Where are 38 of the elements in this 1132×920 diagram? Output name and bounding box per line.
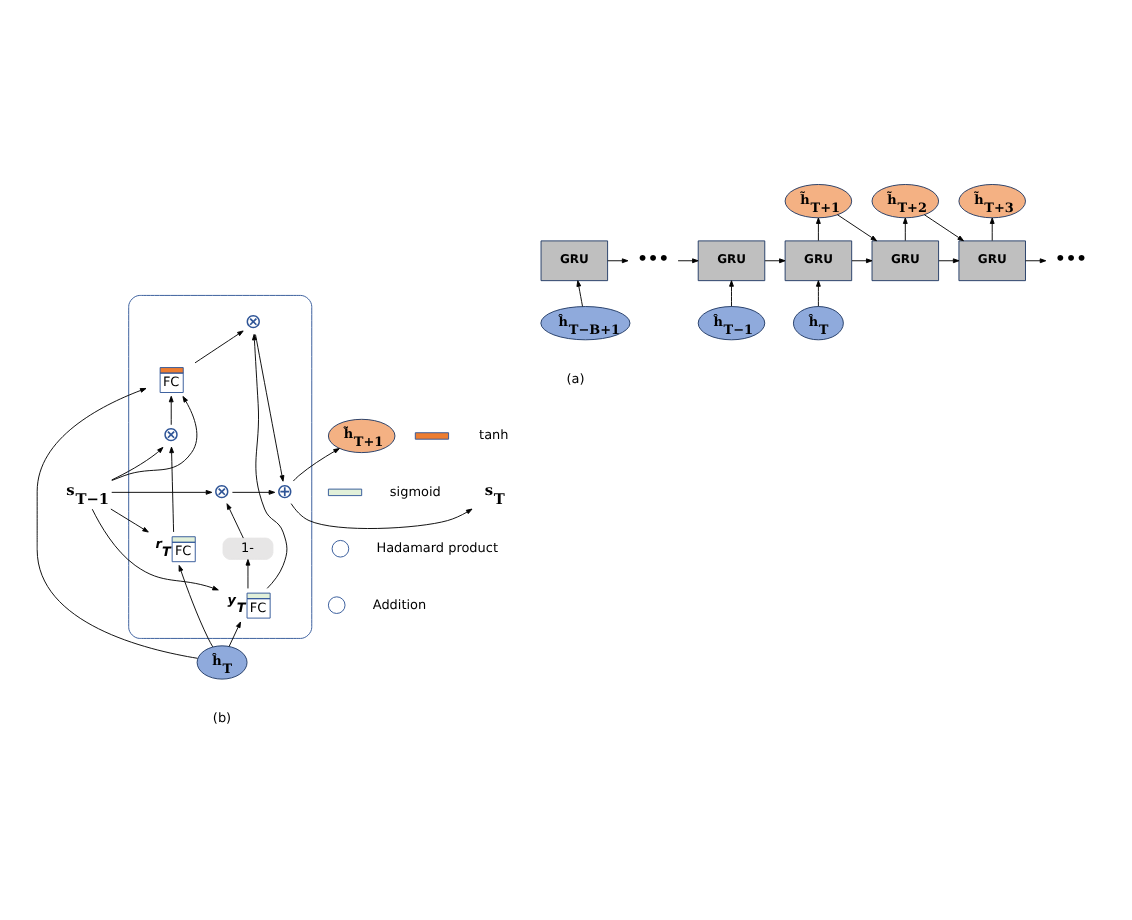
node-text: ⊕	[276, 481, 294, 504]
arrow	[764, 258, 786, 264]
arrow	[111, 489, 213, 495]
arrow	[111, 446, 164, 481]
arrow	[816, 280, 821, 307]
arrow	[231, 489, 276, 495]
arrow	[178, 564, 214, 648]
arrow	[245, 559, 251, 589]
arrow	[110, 508, 149, 533]
node-text: •••	[637, 247, 670, 268]
arrow	[255, 334, 285, 482]
arrow	[194, 330, 244, 364]
arrow	[729, 280, 734, 307]
arrow	[290, 503, 473, 529]
cluster	[128, 294, 313, 639]
node-text: ⊗	[213, 481, 231, 504]
arrow	[576, 280, 583, 307]
arrow	[226, 503, 244, 539]
arrow	[111, 396, 198, 481]
arrow	[989, 217, 995, 242]
node-text: ⊗	[162, 425, 180, 448]
arrow	[168, 395, 174, 426]
arrow	[938, 258, 960, 264]
arrow	[837, 214, 878, 242]
arrow	[902, 217, 908, 242]
arrow	[91, 508, 219, 591]
arrow	[923, 214, 964, 242]
arrow	[607, 258, 629, 264]
arrow	[169, 446, 175, 533]
arrow	[228, 621, 241, 647]
node-text: ⊗	[244, 312, 262, 335]
arrow	[816, 217, 821, 242]
arrow	[677, 258, 699, 264]
arrow	[851, 258, 873, 264]
arrow	[252, 333, 288, 589]
node-text: •••	[1055, 247, 1087, 268]
arrow	[292, 448, 340, 482]
arrow	[1025, 258, 1047, 264]
